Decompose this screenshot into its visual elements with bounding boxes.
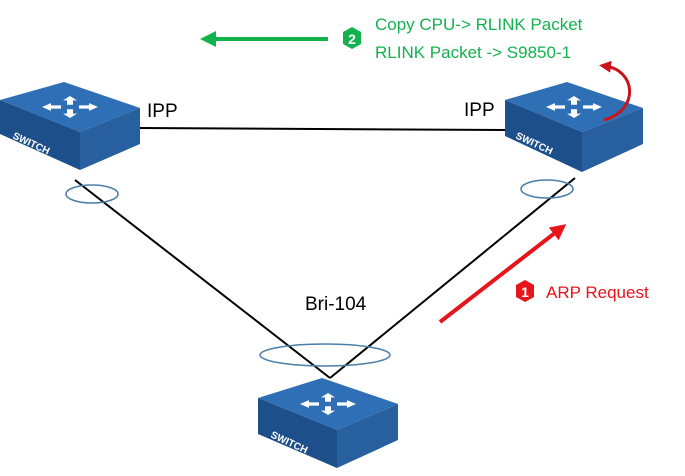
step1-badge: 1 xyxy=(516,280,534,302)
step1-text: ARP Request xyxy=(546,283,649,302)
cpu-loop-arrow xyxy=(599,60,632,122)
right-ring xyxy=(520,179,574,199)
bridge-ring xyxy=(259,343,391,367)
step2-line1: Copy CPU-> RLINK Packet xyxy=(375,15,583,34)
step1-number: 1 xyxy=(521,284,529,300)
switch-bottom: SWITCH xyxy=(258,378,398,468)
right-bottom-link xyxy=(329,177,576,379)
bridge-label: Bri-104 xyxy=(305,294,367,315)
switch-right: SWITCH xyxy=(505,82,643,172)
arp-request-arrow xyxy=(438,224,567,324)
ipp-label-left: IPP xyxy=(147,101,178,122)
step2-number: 2 xyxy=(348,31,356,47)
ipp-link xyxy=(139,127,506,131)
switch-left: SWITCH xyxy=(0,82,140,170)
step2-badge: 2 xyxy=(343,27,361,49)
left-bottom-link xyxy=(74,179,331,379)
ipp-label-right: IPP xyxy=(464,100,495,121)
step2-line2: RLINK Packet -> S9850-1 xyxy=(375,43,571,62)
left-ring xyxy=(65,184,119,204)
